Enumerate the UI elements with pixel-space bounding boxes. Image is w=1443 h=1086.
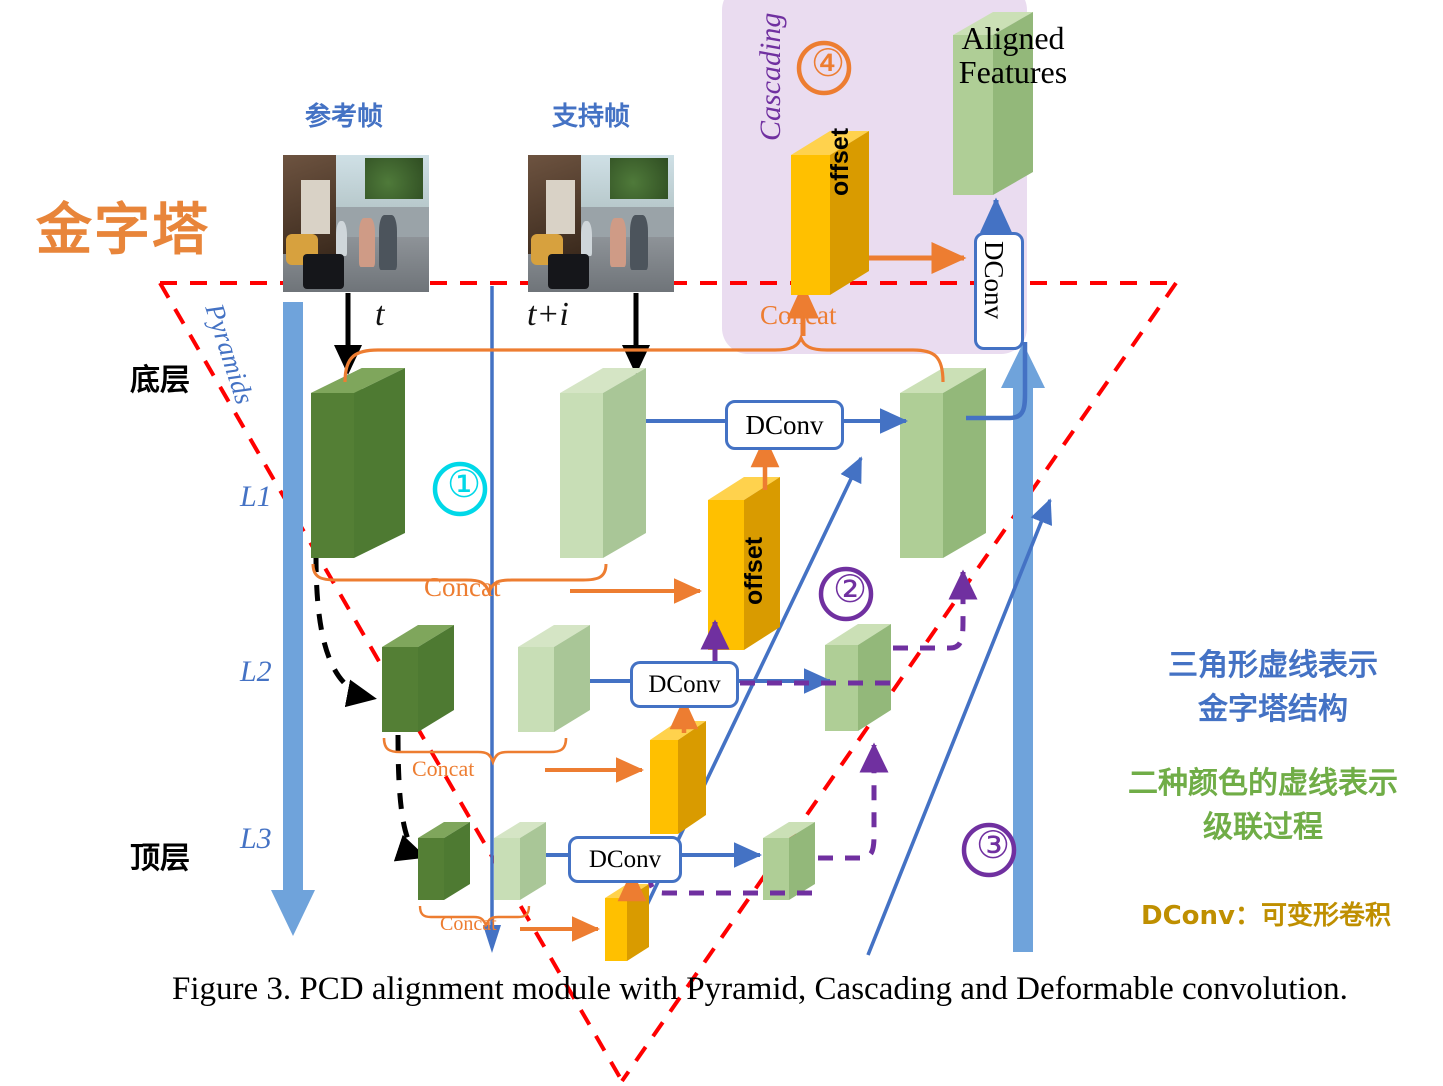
offset-label-l1: offset: [740, 536, 768, 605]
cube-aligned-l2: [825, 624, 891, 731]
reference-time-label: t: [375, 296, 385, 333]
concat-brace-l3: [418, 905, 531, 928]
dconv-box-l2[interactable]: DConv: [630, 661, 739, 708]
cascading-panel-label: Cascading: [754, 12, 787, 141]
dconv-label-l3: DConv: [588, 845, 662, 873]
step-marker-3: ③: [976, 825, 1011, 867]
step-marker-4-circle: [796, 40, 852, 96]
downsample-l2-to-l3: [393, 734, 427, 862]
cube-reference-l2: [382, 625, 454, 732]
legend-cascade-line2: 级联过程: [1203, 810, 1323, 845]
cascade-l3-offset: [635, 845, 812, 896]
cascade-l2-to-l1-aligned: [893, 569, 978, 651]
concat-label-l1: Concat: [424, 572, 501, 602]
page-title: 金字塔: [36, 198, 210, 263]
legend-pyramid-note: 三角形虚线表示 金字塔结构: [1128, 640, 1418, 728]
legend-pyramid-line1: 三角形虚线表示: [1168, 648, 1378, 683]
dconv-label-l1: DConv: [745, 409, 824, 440]
pyramid-level-axis-arrow: [271, 302, 315, 936]
dconv-label-l2: DConv: [648, 670, 721, 698]
cube-offset-cascade: [791, 131, 869, 295]
reference-frame-image: [283, 155, 429, 292]
upsample-arrow-l2-to-l1: [866, 498, 1053, 956]
legend-dconv-note: DConv：可变形卷积: [1141, 901, 1391, 931]
bottom-layer-label: 底层: [130, 363, 190, 398]
cube-support-l1: [560, 368, 646, 558]
cube-aligned-l1: [900, 368, 986, 558]
concat-label-l2: Concat: [412, 756, 475, 781]
figure-caption: Figure 3. PCD alignment module with Pyra…: [172, 971, 1348, 1007]
step-markers: [432, 40, 1017, 878]
support-frame-label: 支持帧: [552, 102, 631, 132]
cube-support-l2: [518, 625, 590, 732]
level-label-l2: L2: [240, 655, 272, 688]
step-marker-4: ④: [811, 43, 846, 85]
cube-offset-l3: [605, 884, 649, 961]
aligned-features-label: Aligned Features: [938, 20, 1088, 90]
cube-reference-l1: [311, 368, 405, 558]
feature-extract-arrows: [333, 293, 650, 375]
level-label-l3: L3: [240, 822, 272, 855]
cascade-concat-bracket-top: [343, 333, 945, 383]
legend-cascade-note: 二种颜色的虚线表示 级联过程: [1098, 758, 1428, 846]
cascade-l3-to-l2-aligned: [818, 742, 889, 861]
step-marker-2-circle: [818, 566, 874, 622]
support-frame-image: [528, 155, 674, 292]
pyramid-downsample-dashed: [313, 555, 427, 862]
legend-pyramid-line2: 金字塔结构: [1198, 692, 1348, 727]
dconv-label-cascade: DConv: [979, 241, 1009, 320]
dconv-box-cascade[interactable]: DConv: [974, 232, 1024, 350]
offset-label-cascade: offset: [826, 127, 854, 196]
support-time-label: t+i: [527, 296, 569, 333]
concat-label-cascade: Concat: [760, 300, 837, 330]
cube-aligned-features: [953, 12, 1033, 195]
center-downsample-line: [483, 286, 501, 953]
level-label-l1: L1: [240, 480, 272, 513]
concat-brace-l1: [311, 563, 608, 597]
cascade-aligned-to-dconv-path: [966, 342, 1028, 421]
cube-offset-l2: [650, 721, 706, 834]
cube-reference-l3: [418, 822, 470, 900]
aligned-features-line2: Features: [958, 53, 1068, 90]
concat-label-l3: Concat: [440, 913, 497, 935]
dconv-box-l3[interactable]: DConv: [568, 836, 682, 883]
concat-brace-l2: [382, 737, 568, 766]
step-marker-1: ①: [447, 464, 482, 506]
reference-frame-label: 参考帧: [305, 102, 384, 132]
top-layer-label: 顶层: [130, 841, 190, 876]
step-marker-2: ②: [833, 569, 868, 611]
step-marker-1-circle: [432, 461, 488, 517]
cube-aligned-l3: [763, 822, 815, 900]
downsample-l1-to-l2: [313, 555, 377, 708]
step-marker-3-circle: [961, 822, 1017, 878]
cube-offset-l1: [708, 477, 780, 650]
dconv-box-l1[interactable]: DConv: [725, 400, 844, 450]
aligned-features-line1: Aligned: [961, 20, 1065, 56]
cube-support-l3: [494, 822, 546, 900]
legend-cascade-line1: 二种颜色的虚线表示: [1128, 766, 1398, 801]
